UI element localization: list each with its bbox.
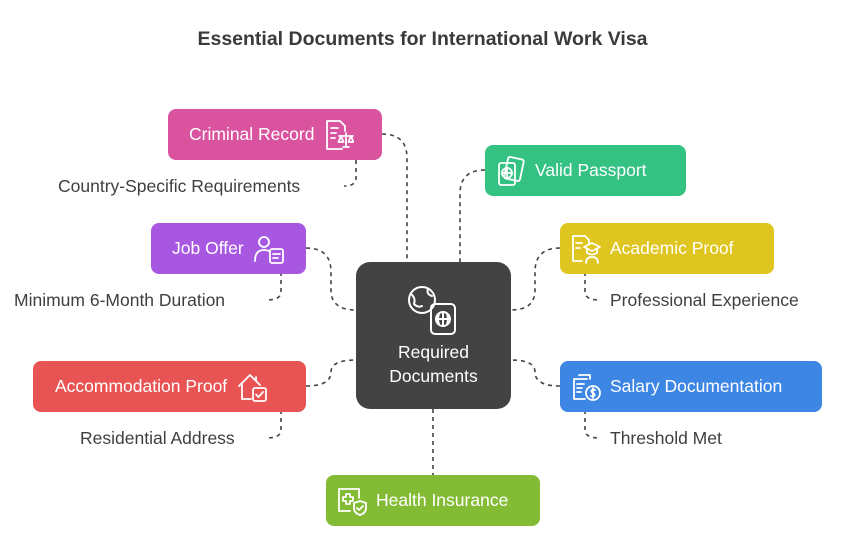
connector-accommodation-sub <box>265 410 282 439</box>
connector-academic-sub <box>584 272 601 301</box>
node-criminal-record: Criminal Record <box>168 109 382 160</box>
node-valid-passport: Valid Passport <box>485 145 686 196</box>
connector-academic <box>510 247 561 311</box>
diagram-title: Essential Documents for International Wo… <box>197 28 648 50</box>
center-label-line1: Required <box>397 342 470 362</box>
employee-document-icon <box>253 233 285 265</box>
document-scales-icon <box>324 119 355 151</box>
sub-accommodation-proof: Residential Address <box>80 428 235 448</box>
center-node: Required Documents <box>356 262 511 409</box>
sub-academic-proof: Professional Experience <box>610 290 799 310</box>
globe-passport-icon <box>406 284 462 341</box>
graduate-document-icon <box>570 233 602 265</box>
sub-criminal-record: Country-Specific Requirements <box>58 176 301 196</box>
node-accommodation-proof: Accommodation Proof <box>33 361 306 412</box>
sub-job-offer: Minimum 6-Month Duration <box>14 290 226 310</box>
node-academic-proof: Academic Proof <box>560 223 774 274</box>
node-label: Health Insurance <box>376 490 509 510</box>
house-check-icon <box>236 371 268 403</box>
node-label: Valid Passport <box>535 160 647 180</box>
node-label: Criminal Record <box>189 124 315 144</box>
node-label: Accommodation Proof <box>55 376 228 396</box>
connector-criminal <box>381 133 408 262</box>
connector-accommodation <box>305 359 357 387</box>
connector-criminal-sub <box>343 160 357 187</box>
node-job-offer: Job Offer <box>151 223 306 274</box>
connector-job <box>305 247 357 311</box>
connector-salary-sub <box>584 410 601 439</box>
node-salary-documentation: Salary Documentation <box>560 361 822 412</box>
node-label: Salary Documentation <box>610 376 783 396</box>
connector-passport <box>459 169 486 262</box>
node-health-insurance: Health Insurance <box>326 475 540 526</box>
node-label: Academic Proof <box>610 238 734 258</box>
connector-job-sub <box>265 272 282 301</box>
connector-salary <box>510 359 561 387</box>
medical-shield-icon <box>336 485 368 517</box>
dollar-document-icon <box>570 371 602 403</box>
center-label-line2: Documents <box>389 366 478 386</box>
passport-icon <box>495 155 527 187</box>
sub-salary-documentation: Threshold Met <box>610 428 722 448</box>
node-label: Job Offer <box>172 238 244 258</box>
